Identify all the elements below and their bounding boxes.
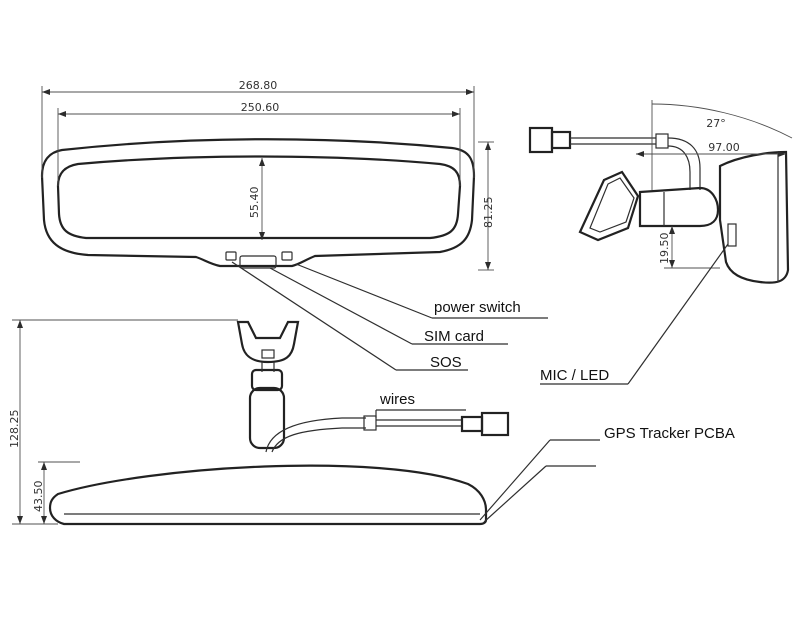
side-view: 27° 97.00 19.50: [528, 100, 793, 385]
mirror-top-body: [48, 464, 488, 526]
dim-frame-height: 81.25: [482, 197, 495, 229]
leader-sim-card: [269, 267, 413, 345]
dim-arc-angle: [651, 103, 793, 139]
label-sim-card: SIM card: [424, 328, 484, 345]
dim-overall-width: 268.80: [239, 79, 278, 92]
wire-bundle: [265, 417, 366, 453]
dim-base-height: 43.50: [32, 481, 45, 513]
mount-joint: [250, 368, 284, 392]
wire-connector-small: [460, 415, 484, 433]
side-mirror-body: [718, 150, 790, 284]
mount-bracket: [236, 320, 300, 364]
leader-gps-pcba: [479, 439, 551, 521]
leader-power-switch: [295, 263, 433, 319]
label-gps-tracker-pcba: GPS Tracker PCBA: [604, 425, 735, 442]
dim-glass-height: 55.40: [248, 187, 261, 219]
side-mount-bracket: [578, 170, 640, 242]
top-view: 128.25 43.50: [8, 319, 600, 526]
leader-mic-led: [627, 243, 729, 385]
mirror-glass: [56, 155, 462, 240]
dim-glass-width: 250.60: [241, 101, 280, 114]
wire-connector-plug: [480, 411, 510, 437]
mount-stem: [248, 386, 286, 450]
label-wires: wires: [379, 391, 415, 408]
sim-card-slot: [239, 255, 277, 269]
sos-button: [225, 251, 237, 261]
side-connector-small: [550, 130, 572, 150]
label-sos: SOS: [430, 354, 462, 371]
label-power-switch: power switch: [434, 299, 521, 316]
mirror-outer-frame: [40, 138, 476, 268]
dim-depth: 97.00: [708, 141, 740, 154]
power-switch-button: [281, 251, 293, 261]
leader-sos: [231, 261, 397, 371]
dim-side-height: 19.50: [658, 233, 671, 265]
mic-led-port: [727, 223, 737, 247]
front-view: 268.80 250.60 55.40 81.25: [40, 79, 548, 371]
dim-angle: 27°: [706, 117, 726, 130]
side-connector-plug: [528, 126, 554, 154]
label-mic-led: MIC / LED: [540, 367, 609, 384]
dim-total-height: 128.25: [8, 410, 21, 449]
